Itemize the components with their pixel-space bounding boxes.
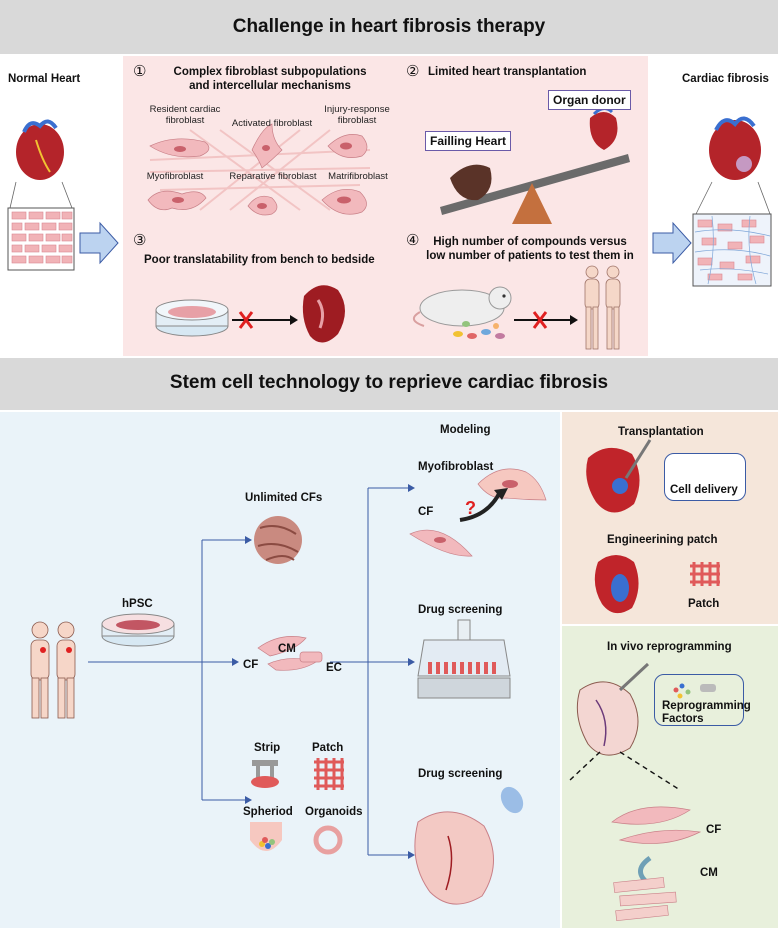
transplant-heart-icon <box>586 439 652 513</box>
normal-heart-icon <box>9 119 73 209</box>
screening-heart-icon <box>414 786 524 905</box>
patients-icon <box>584 265 621 350</box>
screening-plate-icon <box>417 619 511 699</box>
patch-grid-icon <box>314 758 344 790</box>
hpsc-label: hPSC <box>122 598 153 610</box>
cf-model-icon <box>409 529 473 557</box>
challenge-2-title: Limited heart transplantation <box>428 66 587 78</box>
reparative-fibroblast-label: Reparative fibroblast <box>229 171 317 182</box>
reprogramming-factors-icon <box>673 683 716 699</box>
challenge-1-title-line1: Complex fibroblast subpopulations <box>173 66 367 78</box>
modeling-label: Modeling <box>440 424 491 436</box>
organoids-label: Organoids <box>305 806 363 818</box>
dissected-heart-icon <box>302 285 345 343</box>
spheroid-label: Spheriod <box>243 806 293 818</box>
cf-label: CF <box>243 659 259 671</box>
challenge-4-number: ④ <box>406 232 420 249</box>
normal-tissue-icon <box>7 207 75 271</box>
cardiac-fibrosis-label: Cardiac fibrosis <box>682 73 769 85</box>
pills-icon <box>453 321 505 339</box>
reprogramming-label-line1: Reprogramming <box>662 700 751 712</box>
engineered-patch-icon <box>690 562 720 586</box>
organ-donor-label: Organ donor <box>548 90 631 110</box>
reprogramming-label-line2: Factors <box>662 713 704 725</box>
patch-label: Patch <box>312 742 344 754</box>
challenge-1-title-line2: and intercellular mechanisms <box>189 80 351 92</box>
cell-delivery-box <box>664 453 746 501</box>
co-culture-icon <box>257 636 323 671</box>
reprogram-cm-icon <box>613 877 677 922</box>
strip-label: Strip <box>254 742 281 754</box>
myofibroblast-model-icon <box>477 468 547 501</box>
transition-arrow <box>459 491 502 522</box>
reprogramming-factors-box <box>654 674 744 726</box>
organoid-icon <box>313 825 343 855</box>
challenge-3-number: ③ <box>133 232 147 249</box>
drug-screening-label-1: Drug screening <box>418 604 503 616</box>
patch-engineered-label: Patch <box>688 598 720 610</box>
challenge-1-number: ① <box>133 63 147 80</box>
top-title: Challenge in heart fibrosis therapy <box>232 16 546 37</box>
flow-lines <box>88 487 408 856</box>
fibrotic-heart-icon <box>695 116 771 215</box>
petri-dish-icon <box>155 299 229 337</box>
question-mark: ? <box>465 498 476 518</box>
reprogramming-heart-icon <box>576 662 650 756</box>
ec-label: EC <box>326 662 342 674</box>
spheroid-icon <box>250 822 282 851</box>
reprogramming-panel <box>562 626 778 928</box>
challenge-2-number: ② <box>406 63 420 80</box>
cf-model-label: CF <box>418 506 434 518</box>
fibrotic-tissue-icon <box>692 213 772 287</box>
top-title-band: Challenge in heart fibrosis therapy <box>0 0 778 54</box>
strip-icon <box>251 760 279 788</box>
challenge-4-title-line1: High number of compounds versus <box>433 236 627 248</box>
unlimited-cfs-label: Unlimited CFs <box>245 492 323 504</box>
human-figures-icon <box>30 621 76 719</box>
activated-fibroblast-label: Activated fibroblast <box>231 118 313 129</box>
cf-cluster-icon <box>254 516 302 564</box>
right-block-arrow <box>652 221 692 265</box>
cell-delivery-label: Cell delivery <box>670 484 738 496</box>
cm-label: CM <box>278 643 296 655</box>
in-vivo-label: In vivo reprogramming <box>607 641 732 653</box>
bottom-title-band: Stem cell technology to reprieve cardiac… <box>0 358 778 410</box>
bottom-title: Stem cell technology to reprieve cardiac… <box>169 372 609 393</box>
challenge-4-title-line2: low number of patients to test them in <box>426 250 634 262</box>
normal-heart-label: Normal Heart <box>8 73 81 85</box>
engineering-patch-label: Engineerining patch <box>607 534 718 546</box>
seesaw-icon <box>440 107 630 224</box>
failing-heart-label: Failling Heart <box>425 131 512 151</box>
left-block-arrow <box>79 221 119 265</box>
challenge-3-title: Poor translatability from bench to bedsi… <box>144 254 375 266</box>
cm-reprogram-label: CM <box>700 867 718 879</box>
drug-screening-label-2: Drug screening <box>418 768 503 780</box>
matrifibroblast-label: Matrifibroblast <box>328 171 388 182</box>
patch-heart-icon <box>594 555 639 614</box>
hpsc-dish-icon <box>101 613 175 647</box>
myofibroblast-model-label: Myofibroblast <box>418 461 494 473</box>
cf-reprogram-label: CF <box>706 824 722 836</box>
reprogram-cf-icon <box>611 806 702 844</box>
myofibroblast-label: Myofibroblast <box>146 171 204 182</box>
transplantation-label: Transplantation <box>618 426 704 438</box>
mouse-icon <box>413 286 512 327</box>
